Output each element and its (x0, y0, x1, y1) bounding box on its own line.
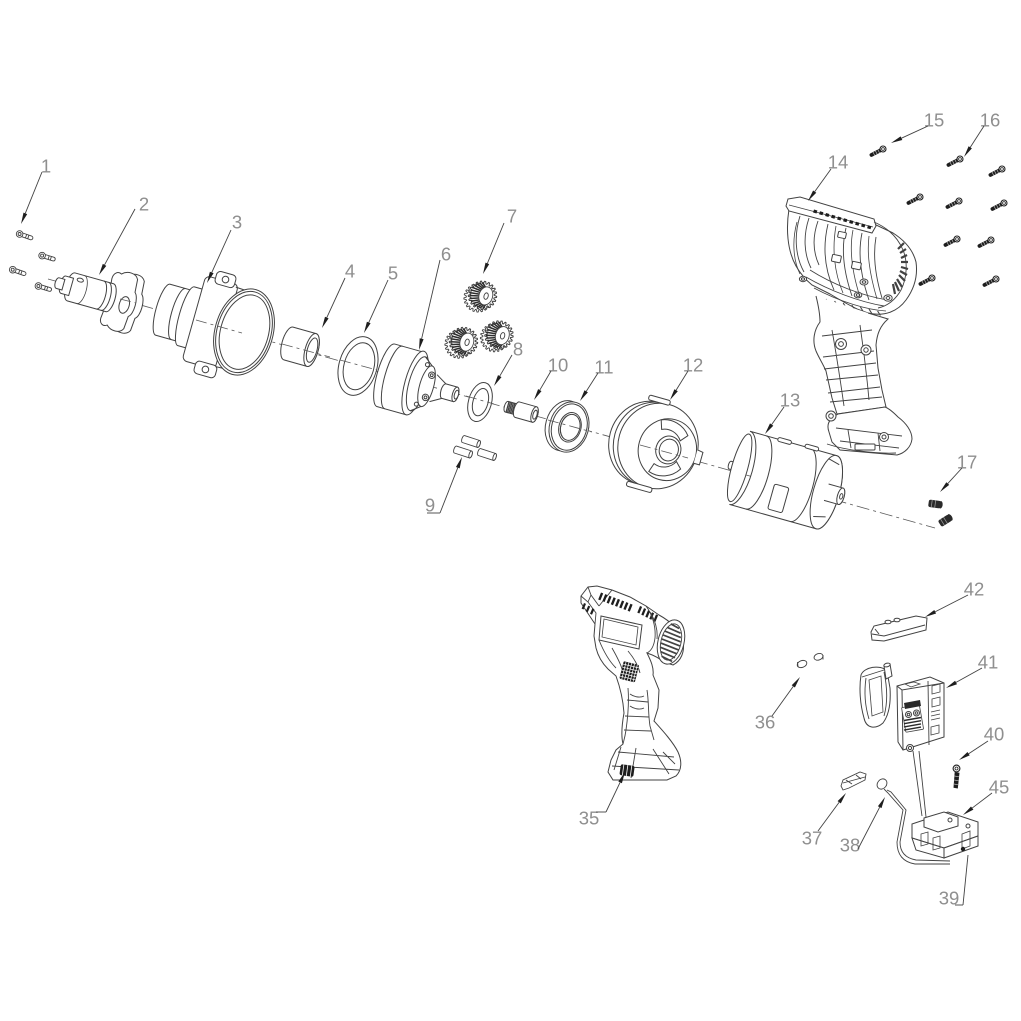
svg-text:3: 3 (232, 212, 242, 233)
svg-text:10: 10 (548, 355, 569, 376)
svg-text:41: 41 (978, 652, 999, 673)
svg-text:37: 37 (802, 828, 823, 849)
svg-text:8: 8 (513, 339, 523, 360)
svg-text:5: 5 (388, 263, 398, 284)
svg-text:14: 14 (828, 152, 849, 173)
svg-text:35: 35 (579, 808, 600, 829)
svg-text:36: 36 (755, 712, 776, 733)
svg-text:12: 12 (683, 355, 704, 376)
svg-text:1: 1 (41, 156, 51, 177)
svg-text:15: 15 (924, 110, 945, 131)
svg-text:17: 17 (957, 452, 978, 473)
svg-text:40: 40 (984, 724, 1005, 745)
svg-text:2: 2 (139, 194, 149, 215)
svg-text:4: 4 (345, 261, 355, 282)
svg-text:38: 38 (840, 835, 861, 856)
svg-text:7: 7 (507, 206, 517, 227)
svg-text:42: 42 (964, 579, 985, 600)
svg-text:13: 13 (780, 390, 801, 411)
svg-text:11: 11 (594, 357, 613, 378)
svg-text:45: 45 (989, 777, 1010, 798)
svg-text:9: 9 (425, 495, 435, 516)
svg-text:6: 6 (441, 244, 451, 265)
svg-text:16: 16 (980, 110, 1001, 131)
svg-text:39: 39 (939, 888, 960, 909)
